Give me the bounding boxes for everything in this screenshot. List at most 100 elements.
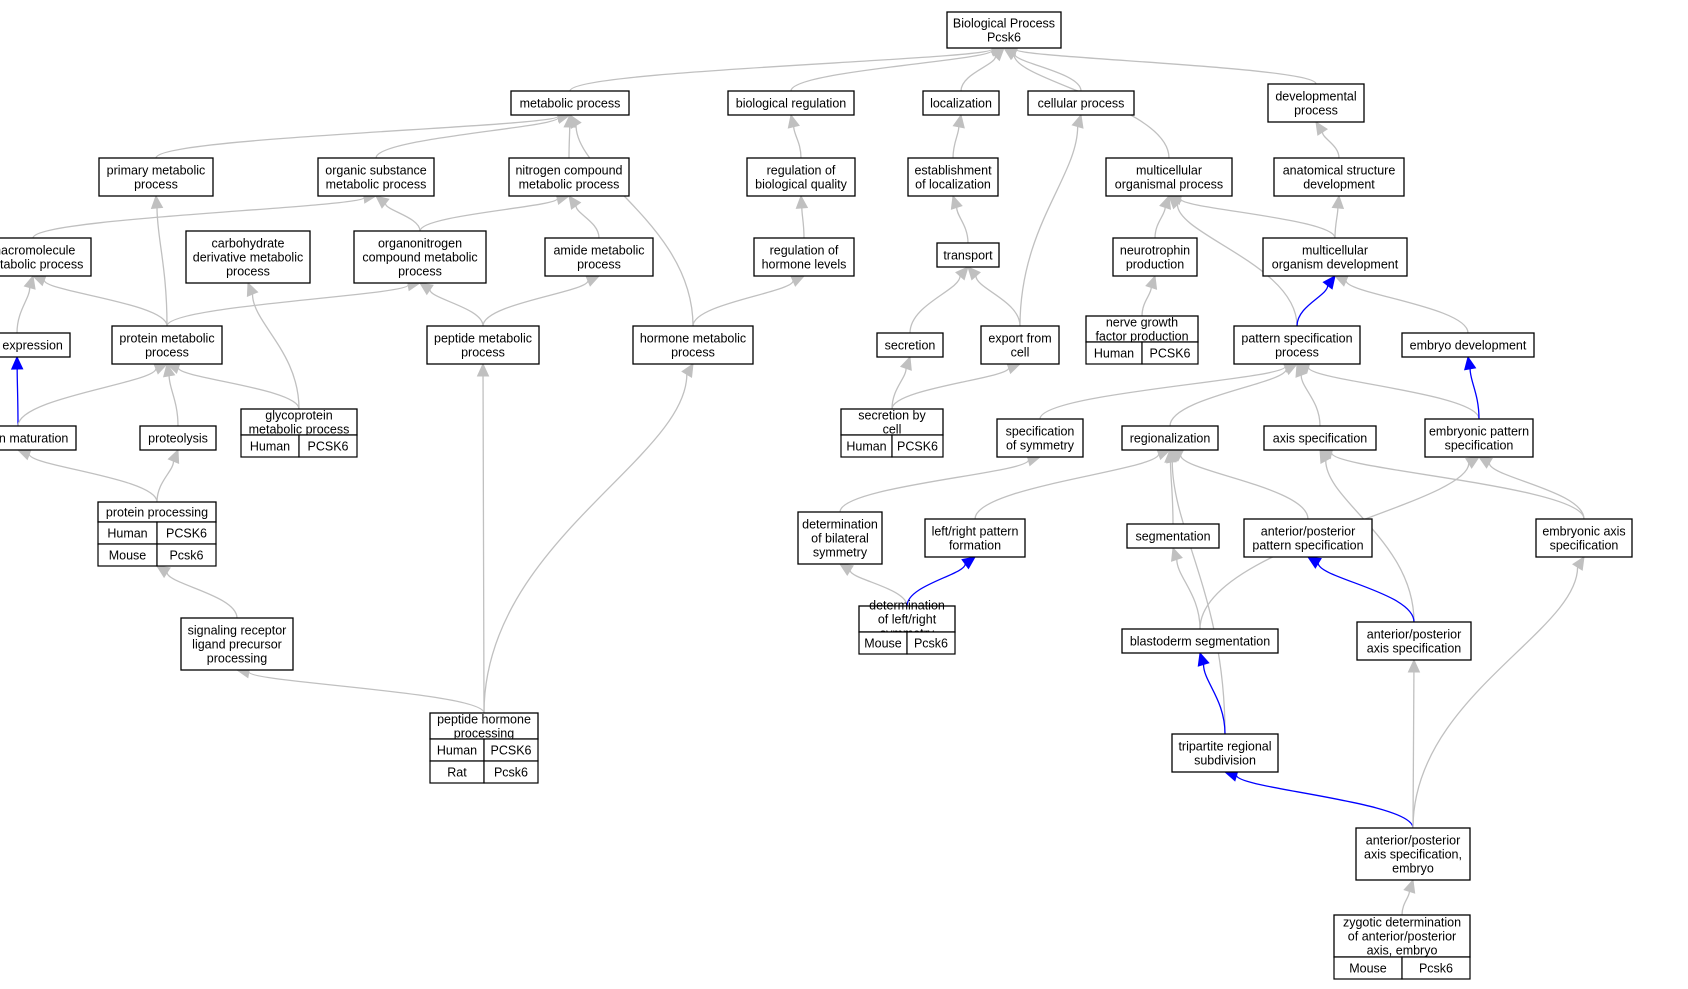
node-protmat[interactable]: protein maturation: [0, 425, 77, 451]
gene-tag: PCSK6: [483, 738, 539, 762]
edge-neurotrophin-to-multiorg: [1154, 194, 1172, 239]
node-box: [1262, 237, 1408, 277]
node-label: hormone metabolic: [640, 332, 746, 346]
gene-tag: PCSK6: [891, 434, 944, 458]
node-label: biological quality: [755, 178, 847, 192]
node-box: [1126, 523, 1220, 549]
edge-protproc-to-protmat: [16, 448, 158, 503]
node-label: secretion by: [858, 409, 926, 423]
edge-protmat-to-geneexpr: [10, 355, 24, 427]
edge-protmetab-to-macromol: [31, 274, 168, 327]
node-label: secretion: [885, 339, 936, 353]
node-metabolic[interactable]: metabolic process: [510, 90, 630, 116]
node-label: peptide hormone: [437, 713, 531, 727]
node-proteolysis[interactable]: proteolysis: [139, 425, 217, 451]
node-transport[interactable]: transport: [936, 242, 1000, 268]
edge-tripartite-to-regionalization: [1166, 448, 1226, 735]
species-tag: Human: [97, 521, 158, 545]
node-label: metabolic process: [519, 178, 620, 192]
edge-apembryo-to-apaxis: [1407, 658, 1421, 829]
edge-embaxis-to-axisspec: [1318, 447, 1585, 520]
node-label: derivative metabolic: [193, 251, 303, 265]
node-label: glycoprotein: [265, 409, 332, 423]
edge-secretion-to-transport: [909, 266, 969, 334]
node-secretion[interactable]: secretion: [876, 332, 944, 358]
node-box: [1171, 733, 1279, 773]
node-label: transport: [943, 249, 993, 263]
node-box: [1333, 914, 1471, 958]
node-cellular[interactable]: cellular process: [1027, 90, 1135, 116]
edge-organic-to-metabolic: [375, 111, 572, 159]
edge-estloc-to-localization: [952, 113, 965, 159]
node-geneexpr[interactable]: gene expression: [0, 332, 71, 358]
node-box: [1401, 332, 1535, 358]
node-blastoderm[interactable]: blastoderm segmentation: [1121, 628, 1279, 654]
node-macromol[interactable]: macromoleculemetabolic process: [0, 237, 92, 277]
node-segmentation[interactable]: segmentation: [1126, 523, 1220, 549]
node-label: organismal process: [1115, 178, 1223, 192]
edge-axisspec-to-patspec: [1295, 362, 1321, 427]
node-box: [858, 605, 956, 633]
edge-glyco-to-carbderiv: [246, 281, 300, 410]
node-box: [180, 617, 294, 671]
node-regionalization[interactable]: regionalization: [1121, 425, 1219, 451]
edge-proteolysis-to-protmetab: [163, 362, 179, 427]
node-label: embryonic pattern: [1429, 425, 1529, 439]
edge-transport-to-estloc: [950, 194, 969, 244]
node-label: of symmetry: [1006, 439, 1075, 453]
node-axisspec[interactable]: axis specification: [1263, 425, 1377, 451]
svg-text:PCSK6: PCSK6: [491, 744, 532, 758]
node-label: pattern specification: [1241, 332, 1352, 346]
node-box: [1085, 315, 1199, 343]
node-bioreg[interactable]: biological regulation: [727, 90, 855, 116]
node-embryodev[interactable]: embryo development: [1401, 332, 1535, 358]
svg-text:Pcsk6: Pcsk6: [1419, 962, 1453, 976]
node-label: protein processing: [106, 506, 208, 520]
svg-text:Human: Human: [250, 440, 290, 454]
node-label: metabolic process: [249, 423, 350, 437]
node-box: [907, 157, 999, 197]
edge-embaxis-to-embpat: [1477, 456, 1585, 520]
node-box: [429, 712, 539, 740]
node-box: [727, 90, 855, 116]
node-localization[interactable]: localization: [922, 90, 1000, 116]
node-box: [746, 157, 856, 197]
